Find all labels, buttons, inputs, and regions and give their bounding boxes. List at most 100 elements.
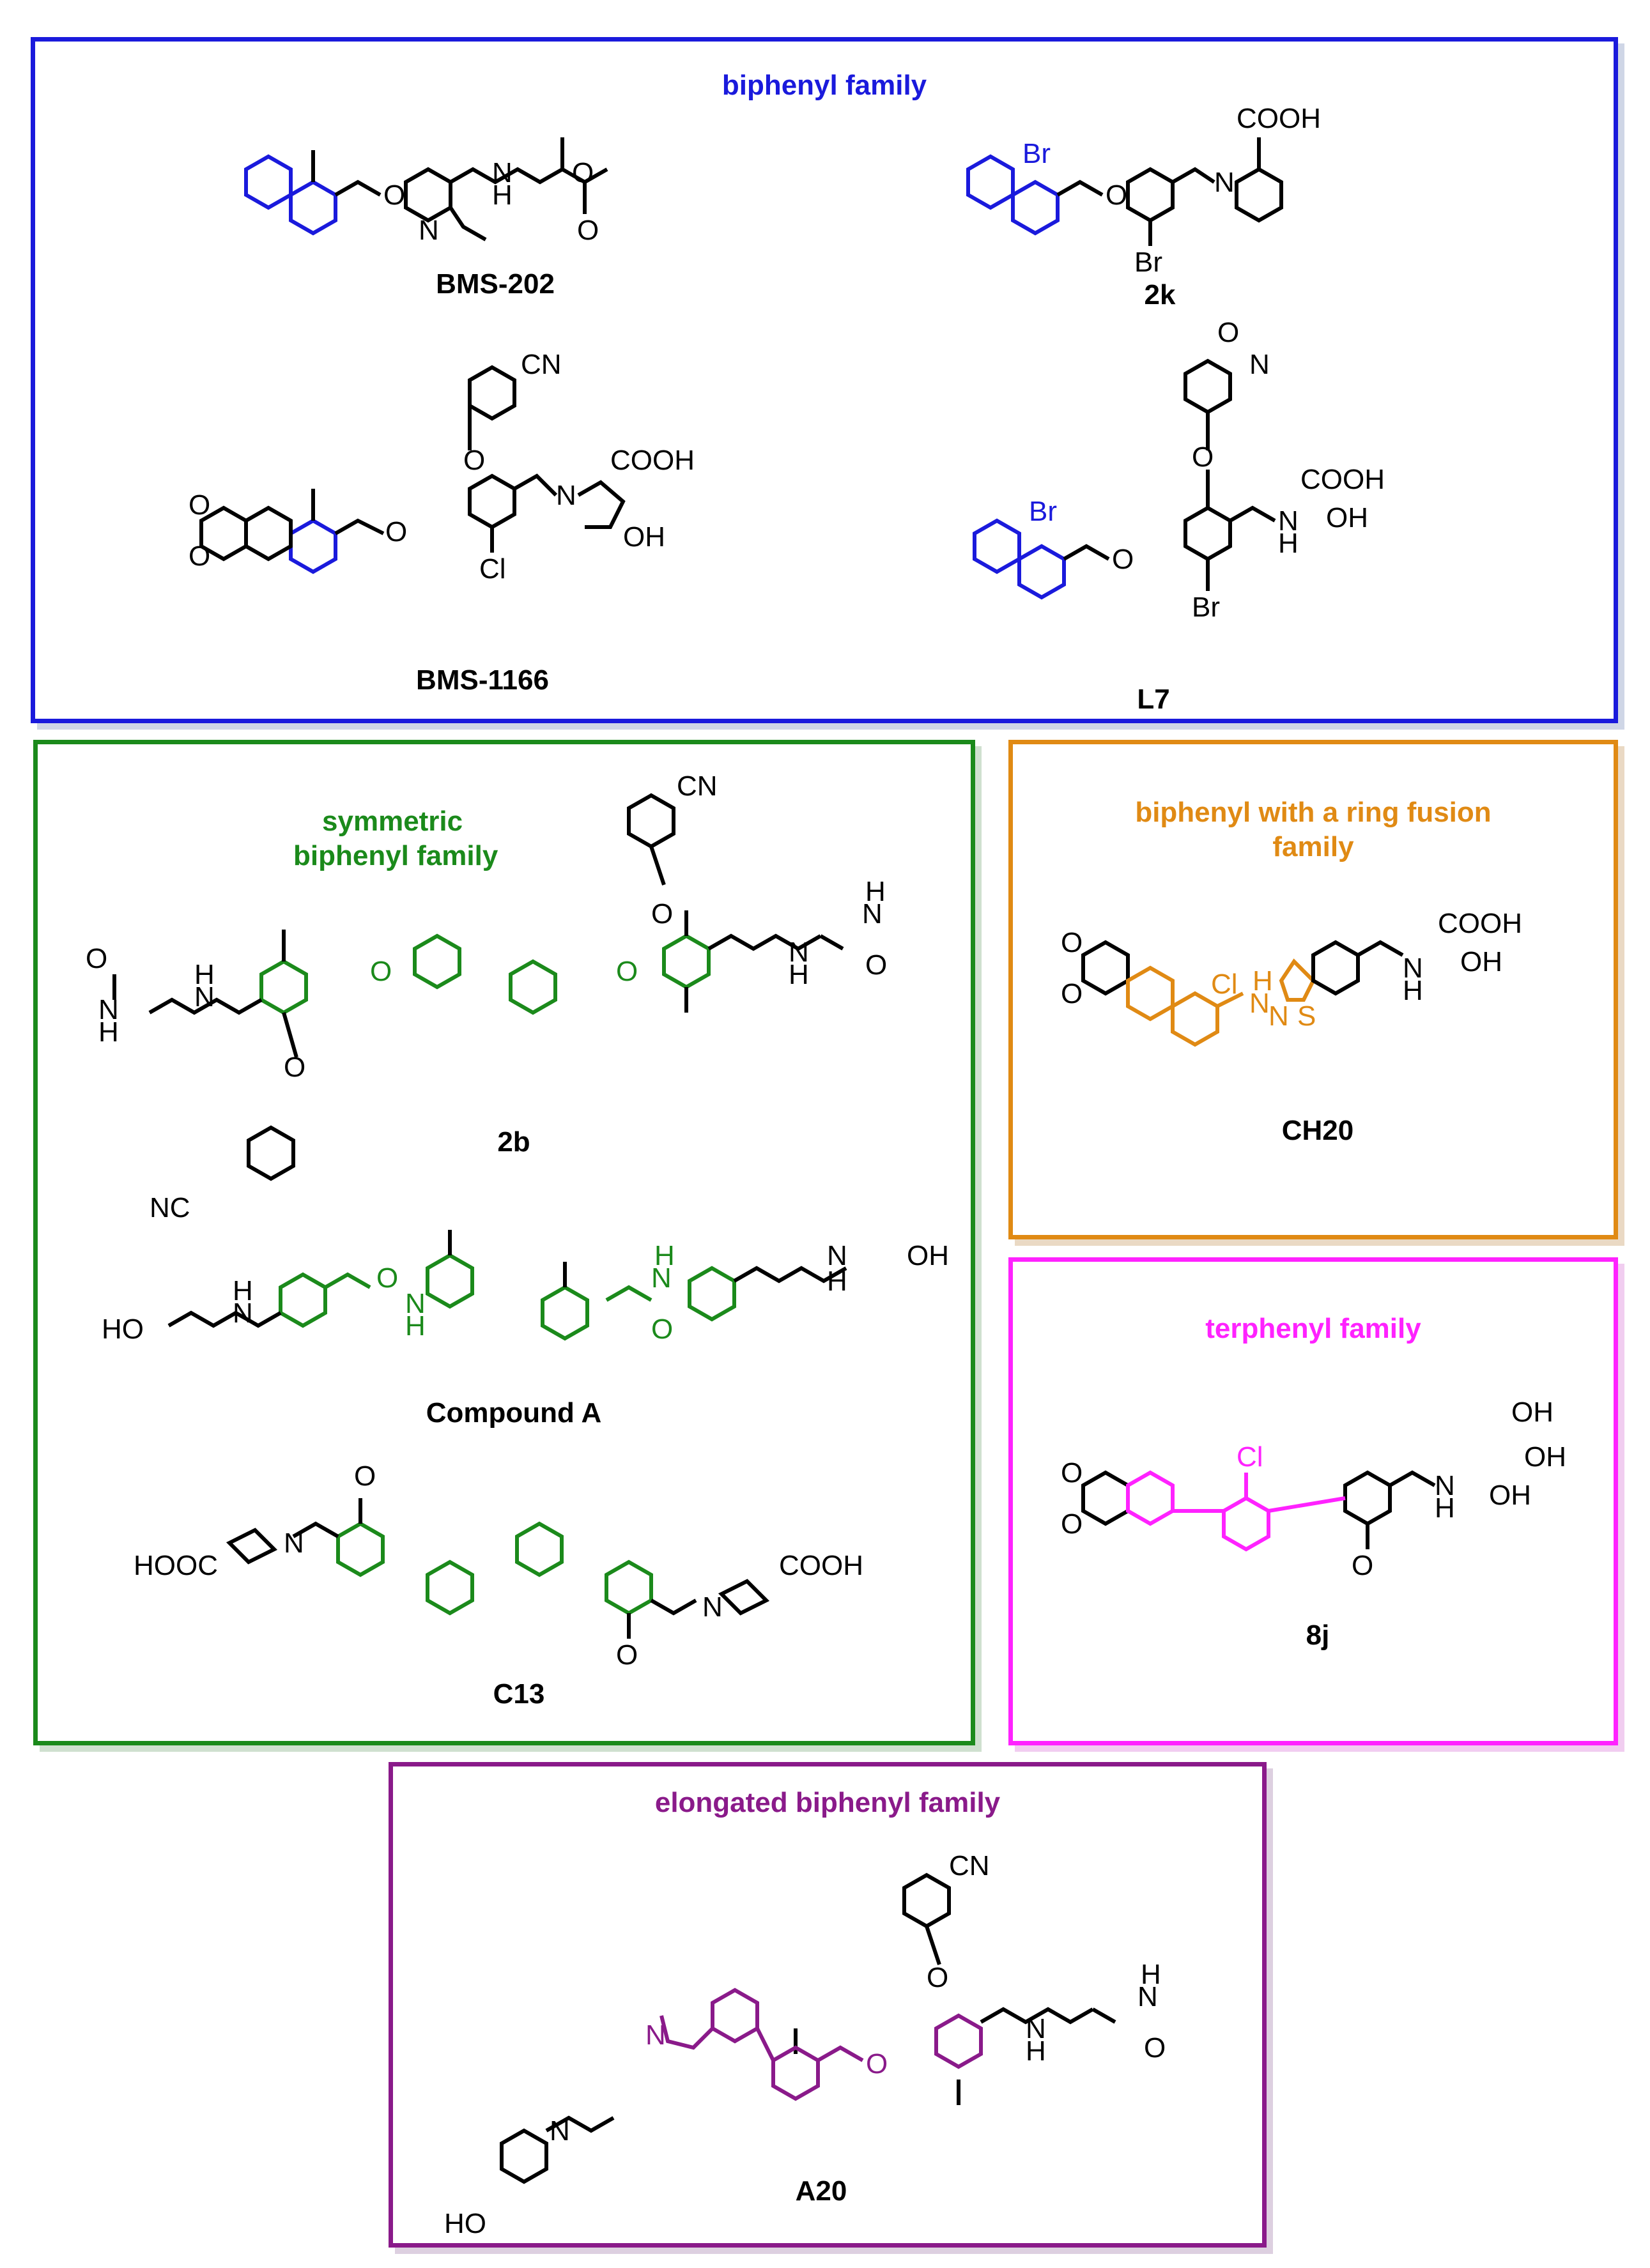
structure-ch20: Cl H N N S N H COOH OH O O xyxy=(1061,908,1522,1047)
svg-text:S: S xyxy=(1297,1000,1316,1032)
svg-text:H: H xyxy=(405,1310,426,1342)
svg-text:CN: CN xyxy=(521,349,562,380)
svg-text:O: O xyxy=(1112,544,1134,575)
panel-elongated-biphenyl-family: elongated biphenyl family CN O O N N H H… xyxy=(389,1762,1267,2248)
svg-text:O: O xyxy=(385,516,407,548)
panel-title-ring-fusion: biphenyl with a ring fusion family xyxy=(1135,797,1492,862)
svg-text:H: H xyxy=(789,959,809,990)
svg-text:COOH: COOH xyxy=(1237,103,1321,134)
panel-biphenyl-family: biphenyl family O N N H O O BMS-202 xyxy=(31,37,1618,723)
svg-text:O: O xyxy=(376,1262,398,1294)
svg-text:OH: OH xyxy=(1524,1441,1566,1473)
structure-a20: CN O O N N H H N O N HO xyxy=(444,1850,1166,2239)
panel-ring-fusion-family: biphenyl with a ring fusion family Cl H … xyxy=(1008,740,1618,1239)
svg-text:O: O xyxy=(1061,978,1083,1009)
panel-title-terphenyl: terphenyl family xyxy=(1205,1313,1421,1344)
structure-bms-1166: CN O O N COOH OH Cl O O xyxy=(189,349,695,585)
svg-text:O: O xyxy=(616,1639,638,1671)
svg-text:O: O xyxy=(651,898,673,930)
svg-text:O: O xyxy=(651,1314,673,1345)
structure-2k: Br O N COOH Br xyxy=(966,103,1321,278)
svg-text:O: O xyxy=(284,1052,305,1083)
svg-text:O: O xyxy=(463,445,485,476)
label-bms-202: BMS-202 xyxy=(436,268,555,300)
svg-text:Br: Br xyxy=(1134,247,1162,278)
svg-text:O: O xyxy=(383,180,405,211)
svg-text:H: H xyxy=(1253,965,1273,997)
svg-text:N: N xyxy=(1214,167,1235,198)
svg-text:N: N xyxy=(1249,349,1270,380)
svg-text:NC: NC xyxy=(150,1192,190,1223)
svg-text:O: O xyxy=(1352,1550,1373,1581)
svg-text:H: H xyxy=(1278,528,1299,559)
svg-text:O: O xyxy=(927,1962,948,1993)
svg-text:COOH: COOH xyxy=(779,1550,863,1581)
svg-text:O: O xyxy=(1144,2032,1166,2064)
label-2k: 2k xyxy=(1144,279,1176,310)
svg-text:O: O xyxy=(616,956,638,987)
svg-text:H: H xyxy=(1403,975,1423,1006)
svg-text:N: N xyxy=(556,480,576,511)
structure-2b: CN O N H H N O O O N H O N H O NC xyxy=(86,770,887,1223)
svg-text:HOOC: HOOC xyxy=(134,1550,218,1581)
svg-text:N: N xyxy=(419,215,439,246)
structure-compound-a: N H OH HO N H O N H H N O xyxy=(102,1230,949,1345)
svg-text:O: O xyxy=(370,956,392,987)
svg-text:N: N xyxy=(98,994,119,1025)
svg-text:N: N xyxy=(194,981,215,1013)
svg-text:Br: Br xyxy=(1022,138,1051,169)
svg-text:O: O xyxy=(1106,180,1127,211)
svg-text:COOH: COOH xyxy=(1300,464,1385,495)
svg-text:N: N xyxy=(1137,1981,1158,2012)
svg-text:N: N xyxy=(702,1591,723,1623)
structure-c13: O N HOOC COOH N O xyxy=(134,1460,863,1671)
label-bms-1166: BMS-1166 xyxy=(416,664,549,696)
svg-text:H: H xyxy=(865,876,886,907)
label-8j: 8j xyxy=(1306,1620,1330,1651)
svg-text:H: H xyxy=(1026,2035,1046,2067)
svg-text:H: H xyxy=(827,1266,847,1297)
svg-text:N: N xyxy=(789,937,809,968)
svg-text:O: O xyxy=(865,949,887,981)
svg-text:N: N xyxy=(1249,988,1270,1019)
label-l7: L7 xyxy=(1137,684,1170,715)
svg-text:O: O xyxy=(354,1460,376,1492)
svg-text:O: O xyxy=(1061,1457,1083,1489)
panel-title-elongated: elongated biphenyl family xyxy=(654,1787,1001,1818)
svg-text:N: N xyxy=(862,898,883,930)
svg-text:H: H xyxy=(98,1016,119,1048)
svg-text:H: H xyxy=(492,180,513,211)
svg-text:OH: OH xyxy=(1511,1397,1554,1428)
svg-text:O: O xyxy=(1061,1508,1083,1540)
structure-8j: Cl N H OH OH OH O O O xyxy=(1061,1397,1566,1581)
svg-text:N: N xyxy=(651,1262,672,1294)
label-ch20: CH20 xyxy=(1281,1115,1354,1146)
svg-text:N: N xyxy=(1435,1470,1455,1501)
svg-text:N: N xyxy=(1026,2013,1046,2044)
svg-text:N: N xyxy=(1268,1000,1289,1032)
svg-text:N: N xyxy=(405,1288,426,1319)
structure-l7: O N O Br O N H COOH OH Br xyxy=(973,317,1385,623)
panel-terphenyl-family: terphenyl family Cl N H OH OH OH O O O 8… xyxy=(1008,1257,1618,1745)
svg-text:N: N xyxy=(284,1528,304,1559)
svg-text:N: N xyxy=(645,2019,666,2051)
label-c13: C13 xyxy=(493,1678,545,1710)
svg-text:O: O xyxy=(1061,927,1083,958)
svg-text:H: H xyxy=(194,959,215,990)
svg-text:H: H xyxy=(654,1240,675,1271)
panel-title-biphenyl: biphenyl family xyxy=(721,70,927,101)
panel-symmetric-biphenyl-family: symmetric biphenyl family CN O N H H xyxy=(33,740,975,1745)
svg-text:H: H xyxy=(1141,1959,1161,1990)
structure-bms-202: O N N H O O xyxy=(244,137,608,246)
svg-text:N: N xyxy=(492,157,513,188)
svg-text:Br: Br xyxy=(1029,496,1057,527)
svg-text:N: N xyxy=(1278,505,1299,537)
svg-text:COOH: COOH xyxy=(1438,908,1522,939)
label-a20: A20 xyxy=(795,2175,847,2207)
svg-text:O: O xyxy=(577,215,599,246)
svg-text:OH: OH xyxy=(1489,1480,1531,1511)
svg-text:COOH: COOH xyxy=(610,445,695,476)
svg-text:OH: OH xyxy=(623,521,665,553)
svg-text:N: N xyxy=(233,1298,253,1329)
svg-text:O: O xyxy=(1217,317,1239,348)
